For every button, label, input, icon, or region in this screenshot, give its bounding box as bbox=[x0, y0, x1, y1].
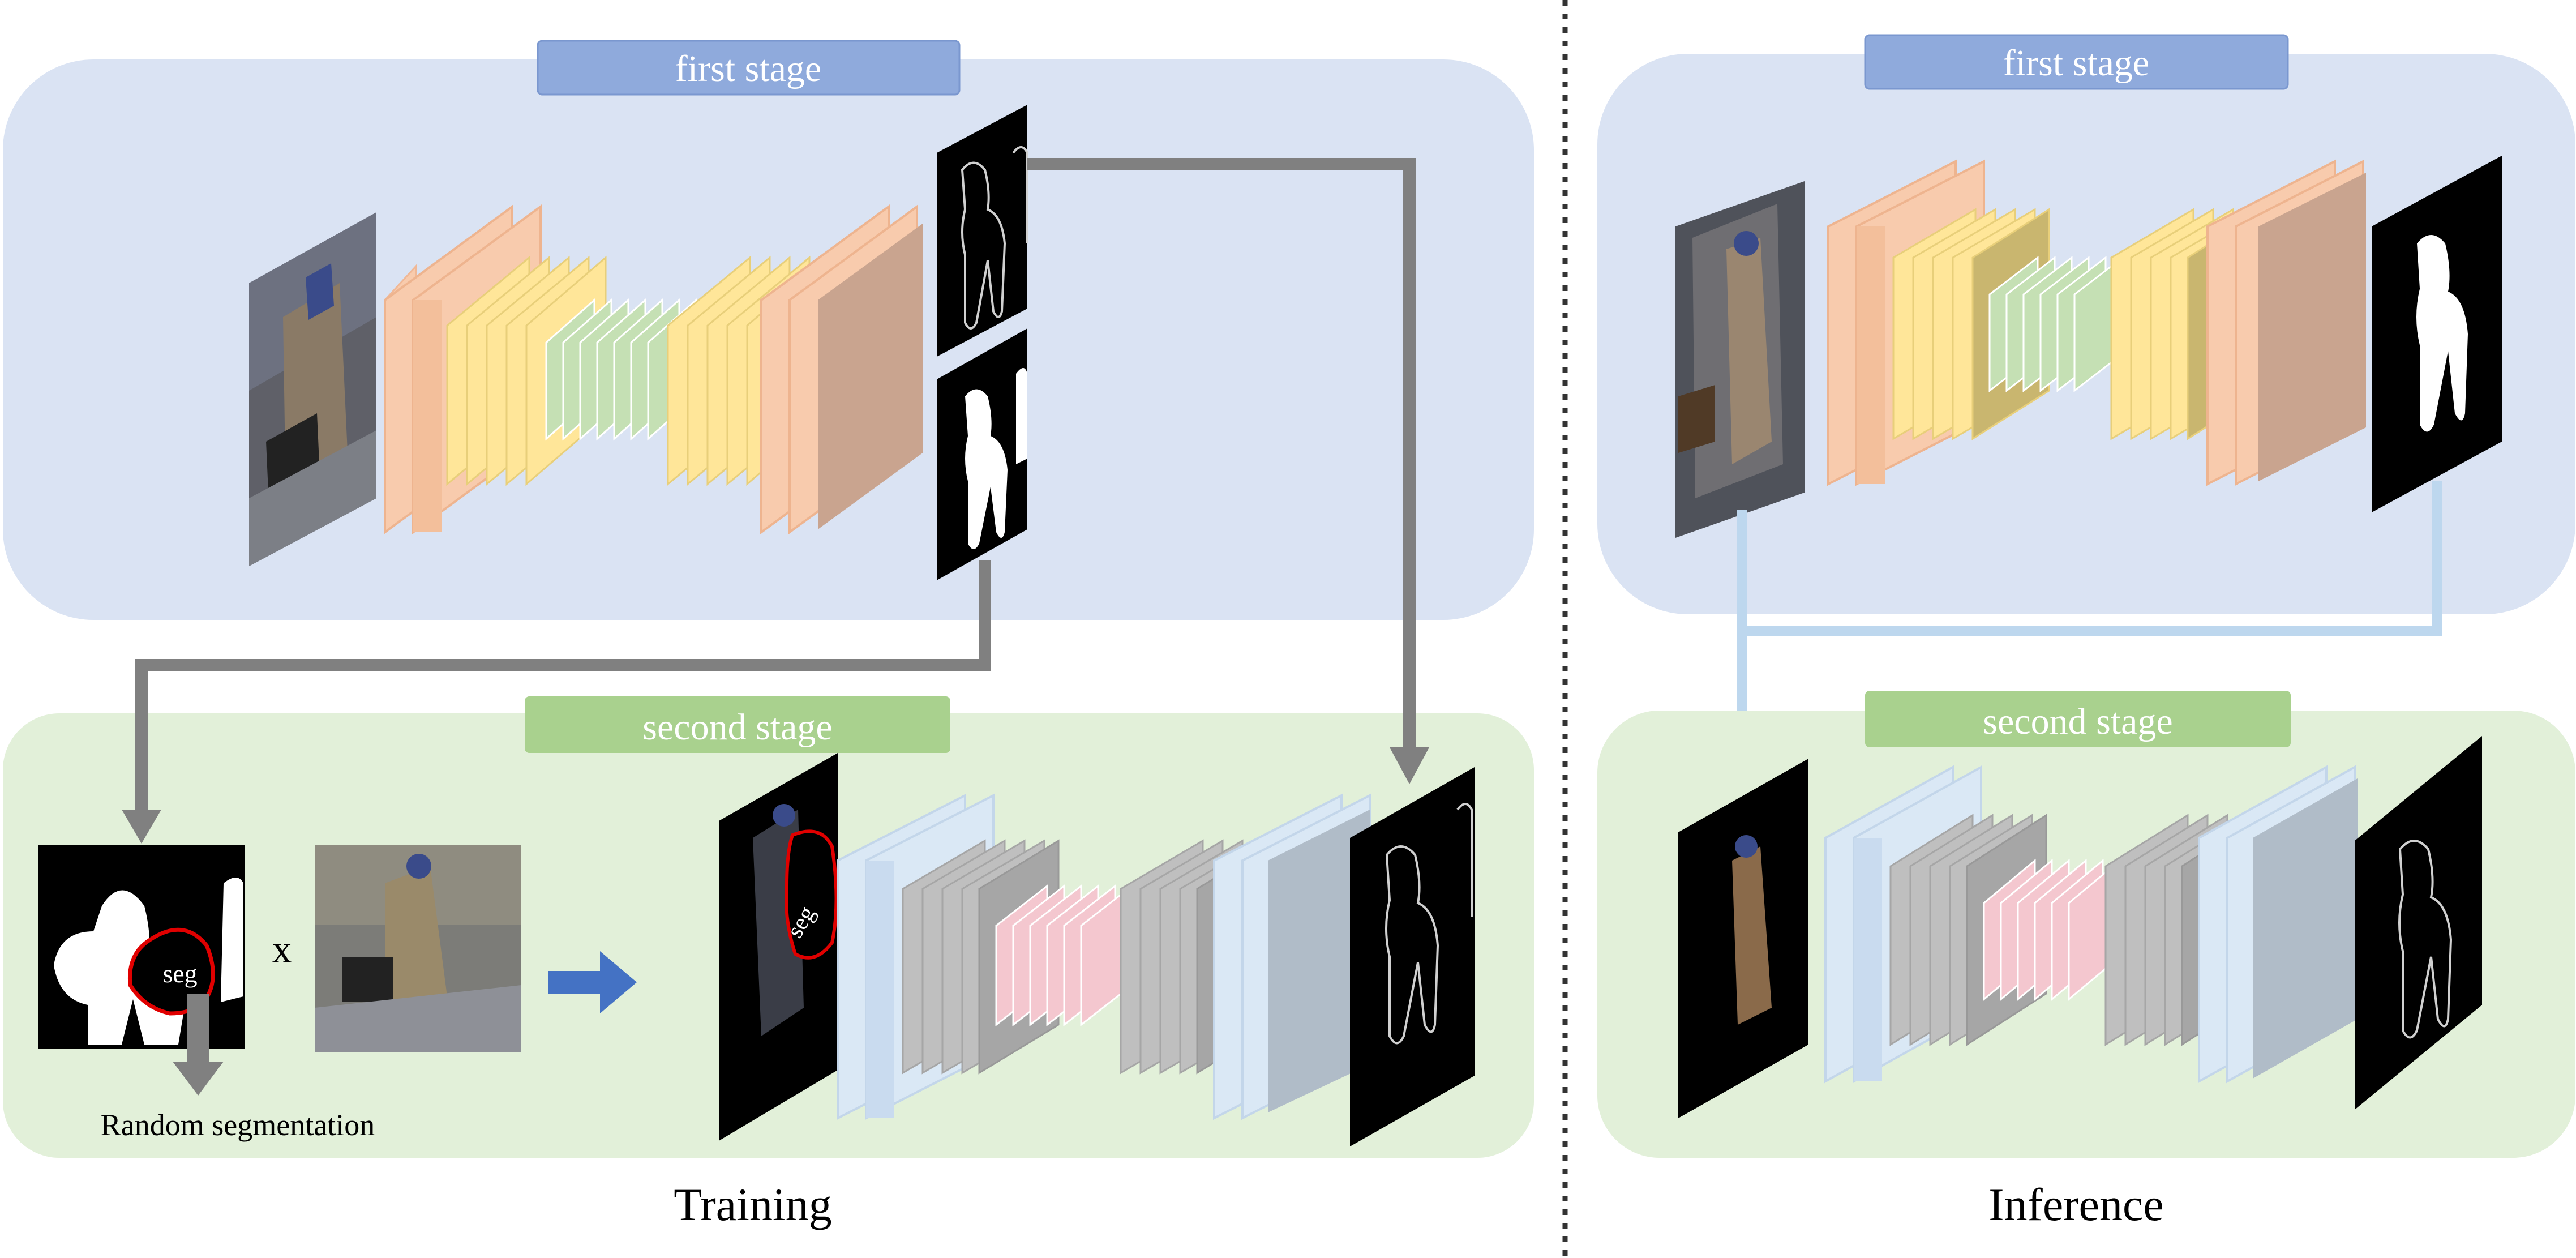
inference-masked-input bbox=[1678, 759, 1808, 1118]
mask-to-seg-arrowhead bbox=[122, 810, 161, 844]
training-image-copy bbox=[315, 845, 521, 1052]
training-second-stage-badge bbox=[525, 696, 950, 753]
multiply-symbol: x bbox=[272, 928, 292, 972]
training-masked-input: seg bbox=[719, 753, 838, 1141]
inference-second-stage-badge bbox=[1865, 691, 2291, 747]
random-seg-arrow-shaft bbox=[187, 994, 209, 1062]
inference-decoder-salmon bbox=[2206, 159, 2366, 486]
inference-first-stage-badge bbox=[1864, 34, 2289, 90]
training-second-bottleneck-pink bbox=[995, 884, 1133, 1027]
training-second-stage-label: second stage bbox=[642, 707, 832, 748]
training-second-output bbox=[1350, 767, 1475, 1146]
inference-caption: Inference bbox=[1988, 1179, 2164, 1230]
training-first-stage-badge bbox=[537, 40, 961, 96]
random-seg-arrowhead bbox=[173, 1062, 224, 1096]
edge-to-output-arrowhead bbox=[1390, 747, 1429, 784]
inference-second-stage-label: second stage bbox=[1983, 701, 2172, 742]
training-input-image bbox=[249, 212, 376, 566]
inference-output-mask bbox=[2372, 156, 2502, 512]
edge-to-output-arrow bbox=[1027, 158, 1416, 747]
inference-input-image bbox=[1675, 181, 1805, 538]
training-output-mask bbox=[937, 328, 1027, 580]
inference-second-output bbox=[2355, 736, 2482, 1110]
training-decoder-salmon bbox=[760, 204, 923, 534]
inference-first-stage-label: first stage bbox=[2003, 42, 2149, 84]
inference-connector-line bbox=[1737, 481, 2442, 636]
training-first-stage-label: first stage bbox=[675, 48, 821, 89]
training-caption: Training bbox=[674, 1179, 831, 1230]
training-output-edge-map bbox=[937, 105, 1028, 357]
seg-label: seg bbox=[162, 959, 197, 988]
mask-to-seg-arrow bbox=[135, 560, 991, 810]
random-segmentation-image: seg bbox=[38, 845, 245, 1049]
random-segmentation-label: Random segmentation bbox=[101, 1108, 375, 1142]
blue-arrow bbox=[548, 951, 637, 1013]
inference-second-bottleneck-pink bbox=[1983, 858, 2121, 1002]
inference-second-decoder-blue bbox=[2198, 765, 2358, 1084]
